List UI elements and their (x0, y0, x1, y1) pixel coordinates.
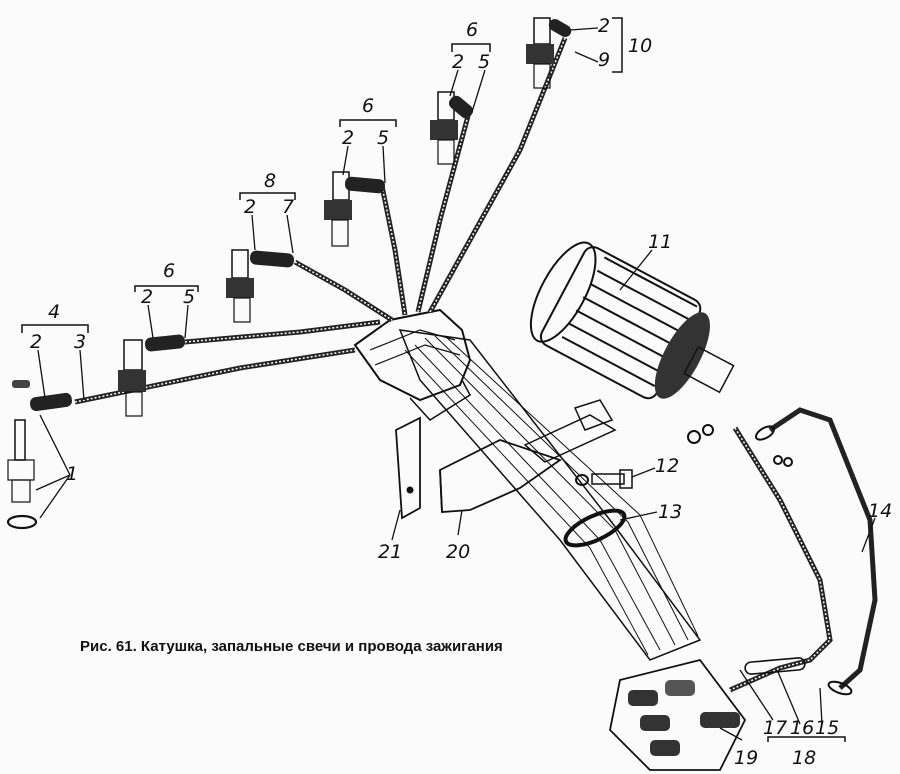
callout-labels: 1 2 3 4 2 5 6 2 7 8 2 5 6 2 5 6 2 9 10 1… (30, 15, 892, 769)
callout-6-plug5: 6 (466, 19, 478, 41)
callout-14: 14 (868, 500, 892, 522)
sleeve-16 (744, 657, 806, 675)
callout-17: 17 (763, 717, 787, 739)
callout-2-plug2: 2 (141, 286, 153, 308)
spark-plug-2 (118, 339, 146, 417)
wire-loom (398, 329, 702, 661)
leader-lines (35, 27, 876, 741)
callout-5-plug2: 5 (183, 286, 195, 308)
callout-5-plug4: 5 (377, 127, 389, 149)
nuts (687, 424, 793, 467)
figure-caption: Рис. 61. Катушка, запальные свечи и пров… (80, 638, 503, 655)
callout-8: 8 (264, 170, 276, 192)
spark-plug-6 (526, 17, 554, 89)
wire-clamp (353, 308, 472, 421)
callout-6-plug2: 6 (163, 260, 175, 282)
callout-1: 1 (66, 463, 78, 485)
callout-2-plug3: 2 (244, 196, 256, 218)
callout-16: 16 (790, 717, 814, 739)
spark-plug-1 (6, 380, 38, 530)
callout-18: 18 (792, 747, 816, 769)
callout-3: 3 (74, 331, 86, 353)
callout-4: 4 (48, 301, 60, 323)
ring-13 (563, 508, 627, 548)
callout-5-plug5: 5 (478, 51, 490, 73)
callout-10: 10 (628, 35, 652, 57)
callout-2-plug1: 2 (30, 331, 42, 353)
terminal-14-top (754, 425, 776, 441)
spark-plugs (6, 17, 572, 530)
callout-6-plug4: 6 (362, 95, 374, 117)
callout-19: 19 (734, 747, 758, 769)
callout-13: 13 (658, 501, 682, 523)
callout-7: 7 (282, 196, 294, 218)
terminal-15 (827, 680, 853, 696)
ignition-coil-11 (523, 241, 735, 463)
callout-21: 21 (378, 541, 402, 563)
callout-2-plug5: 2 (452, 51, 464, 73)
callout-brackets (21, 17, 846, 742)
callout-9: 9 (598, 49, 610, 71)
callout-20: 20 (446, 541, 470, 563)
callout-2-plug4: 2 (342, 127, 354, 149)
callout-2-plug6: 2 (598, 15, 610, 37)
spark-plug-3 (226, 249, 254, 323)
distributor-connectors-19 (609, 658, 747, 771)
callout-11: 11 (648, 231, 672, 253)
bracket-20 (439, 439, 562, 513)
callout-12: 12 (655, 455, 679, 477)
bracket-21 (395, 416, 421, 520)
callout-15: 15 (815, 717, 839, 739)
bolt-12 (575, 469, 633, 489)
